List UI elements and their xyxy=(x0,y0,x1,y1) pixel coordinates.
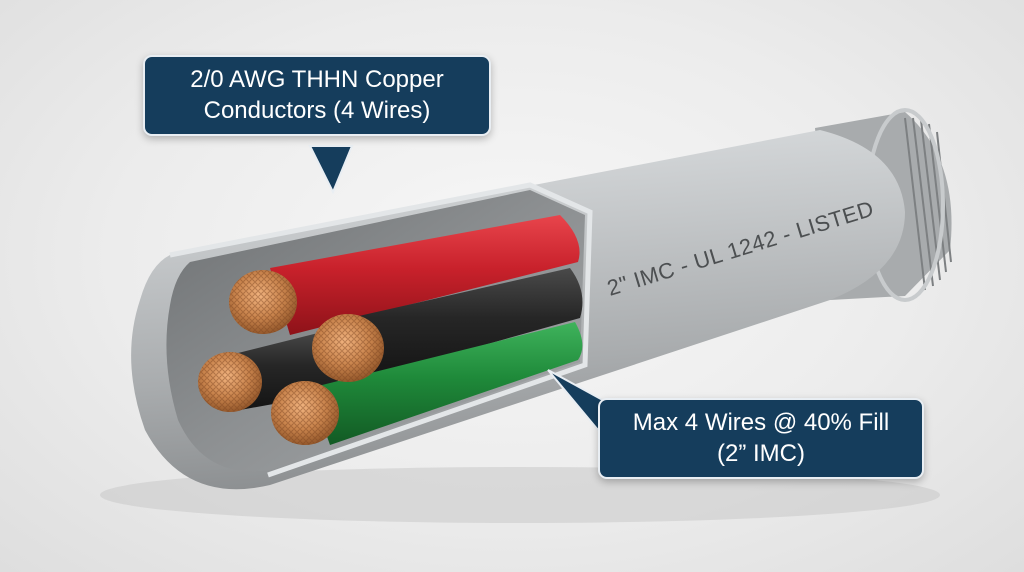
callout-pointer-top xyxy=(308,145,354,195)
floor-shadow xyxy=(100,467,940,523)
fill-callout-line2: (2” IMC) xyxy=(717,440,805,467)
copper-conductor-end xyxy=(271,381,339,445)
fill-callout-line1: Max 4 Wires @ 40% Fill xyxy=(632,409,890,436)
fill-callout: Max 4 Wires @ 40% Fill (2” IMC) xyxy=(598,398,924,479)
wire-red xyxy=(270,215,580,335)
cutaway-edge xyxy=(169,182,593,478)
conductors-callout-line2: Conductors (4 Wires) xyxy=(203,97,431,124)
conductors-callout: 2/0 AWG THHN Copper Conductors (4 Wires) xyxy=(143,55,491,136)
wire-green xyxy=(310,322,583,445)
copper-conductor-end xyxy=(198,352,262,412)
conductors-callout-line1: 2/0 AWG THHN Copper xyxy=(190,66,444,93)
wire-black xyxy=(350,268,583,380)
copper-conductor-end xyxy=(229,270,297,334)
copper-conductor-end xyxy=(312,314,384,382)
